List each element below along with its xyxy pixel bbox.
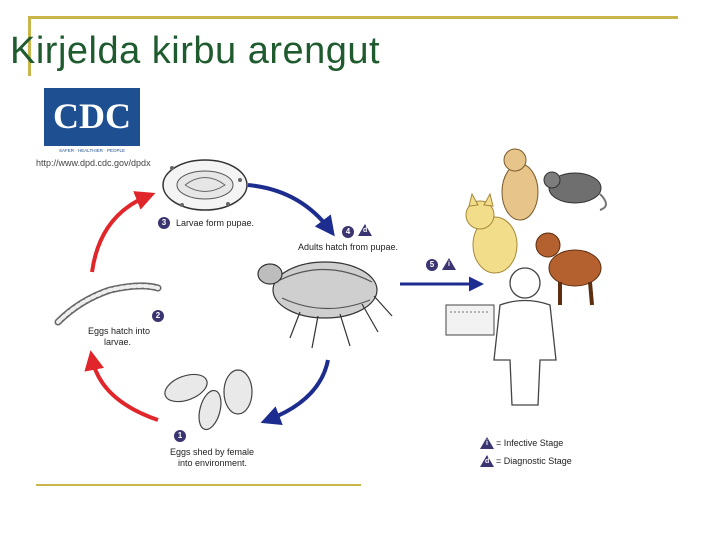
stage-2-badge: 2	[152, 310, 164, 322]
stage-2-label-line1: Eggs hatch into	[88, 326, 150, 337]
legend-diagnostic-marker: d	[485, 458, 489, 465]
dog-illustration	[536, 233, 601, 305]
arrow-eggs-to-larva	[92, 358, 158, 420]
sample-dish-illustration	[446, 305, 494, 335]
eggs-illustration	[161, 369, 252, 432]
stage-2-label-line2: larvae.	[104, 337, 131, 348]
pupa-illustration	[163, 160, 247, 210]
human-outline-illustration	[494, 268, 556, 405]
stage-4-marker: d	[363, 227, 367, 234]
stage-1-badge: 1	[174, 430, 186, 442]
stage-1-label-line2: into environment.	[178, 458, 247, 469]
prairie-dog-illustration	[502, 149, 538, 220]
legend-diagnostic-label: = Diagnostic Stage	[496, 456, 572, 466]
stage-4-label: Adults hatch from pupae.	[298, 242, 398, 253]
arrow-larva-to-pupa	[92, 196, 148, 272]
stage-3-badge: 3	[158, 217, 170, 229]
adult-flea-illustration	[258, 262, 392, 348]
stage-3-label: Larvae form pupae.	[176, 218, 254, 229]
arrow-pupa-to-adult	[248, 185, 330, 230]
stage-5-badge: 5	[426, 259, 438, 271]
legend-infective-label: = Infective Stage	[496, 438, 563, 448]
rat-illustration	[544, 172, 606, 210]
arrow-adult-to-eggs	[268, 360, 328, 420]
stage-1-label-line1: Eggs shed by female	[170, 447, 254, 458]
larva-illustration	[58, 286, 158, 322]
stage-5-marker: i	[448, 261, 450, 268]
legend-infective-marker: i	[486, 440, 488, 447]
stage-4-badge: 4	[342, 226, 354, 238]
